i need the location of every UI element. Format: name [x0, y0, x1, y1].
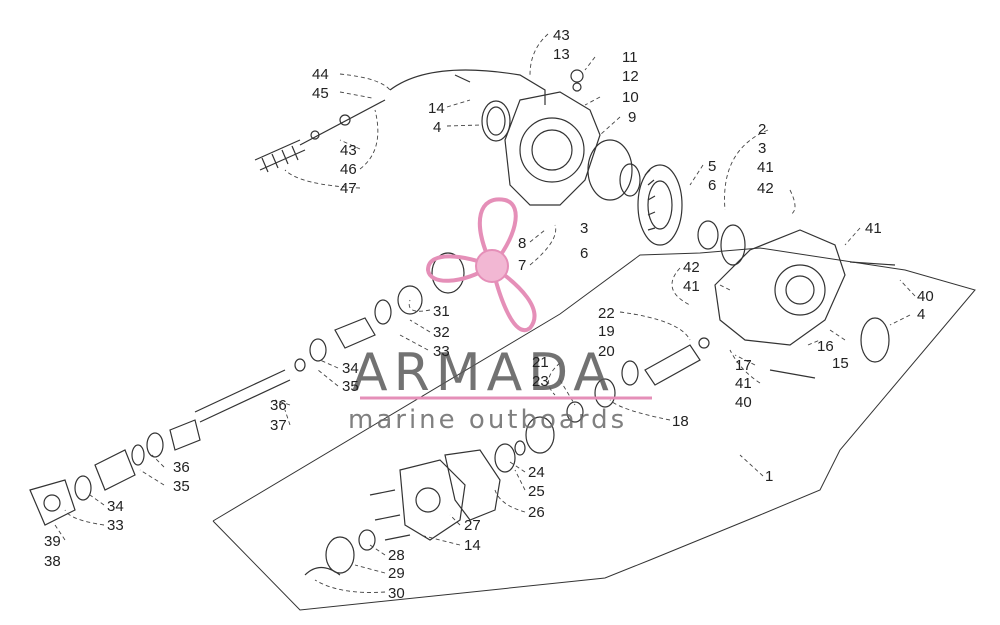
part-label: 43 — [340, 142, 357, 159]
part-label: 24 — [528, 464, 545, 481]
part-label: 30 — [388, 585, 405, 602]
part-label: 41 — [683, 278, 700, 295]
part-label: 11 — [622, 49, 638, 66]
part-label: 36 — [270, 397, 287, 414]
part-label: 13 — [553, 46, 570, 63]
pinion-group — [494, 344, 701, 473]
part-label: 4 — [433, 119, 441, 136]
armada-logo — [425, 197, 537, 333]
part-label: 5 — [708, 158, 716, 175]
part-label: 23 — [532, 373, 549, 390]
part-label: 1 — [765, 468, 773, 485]
part-label: 16 — [817, 338, 834, 355]
part-label: 45 — [312, 85, 329, 102]
ring-gear-housing-group — [637, 164, 896, 379]
part-label: 40 — [735, 394, 752, 411]
part-label: 3 — [580, 220, 588, 237]
cable-boot-group — [254, 99, 386, 173]
part-label: 34 — [342, 360, 359, 377]
part-label: 41 — [865, 220, 882, 237]
part-label: 36 — [173, 459, 190, 476]
assembly-outline — [212, 247, 976, 611]
part-label: 32 — [433, 324, 450, 341]
cover-group — [389, 69, 641, 206]
part-label: 28 — [388, 547, 405, 564]
part-label: 18 — [672, 413, 689, 430]
part-label: 31 — [433, 303, 450, 320]
part-label: 22 — [598, 305, 615, 322]
part-label: 17 — [735, 357, 752, 374]
part-label: 43 — [553, 27, 570, 44]
part-label: 19 — [598, 323, 615, 340]
part-label: 6 — [708, 177, 716, 194]
part-label: 33 — [433, 343, 450, 360]
part-label: 4 — [917, 306, 925, 323]
part-labels: 43 13 11 12 10 9 44 45 14 4 43 46 47 2 3… — [44, 27, 934, 602]
watermark-tagline: marine outboards — [348, 405, 627, 435]
lower-cover-group — [304, 449, 501, 576]
part-label: 44 — [312, 66, 329, 83]
part-label: 25 — [528, 483, 545, 500]
part-label: 12 — [622, 68, 639, 85]
part-label: 14 — [464, 537, 481, 554]
part-label: 38 — [44, 553, 61, 570]
part-label: 9 — [628, 109, 636, 126]
part-label: 37 — [270, 417, 287, 434]
part-label: 10 — [622, 89, 639, 106]
part-label: 41 — [735, 375, 752, 392]
part-label: 14 — [428, 100, 445, 117]
part-label: 2 — [758, 121, 766, 138]
part-label: 35 — [173, 478, 190, 495]
leader-lines — [54, 33, 916, 593]
part-label: 3 — [758, 140, 766, 157]
part-label: 27 — [464, 517, 481, 534]
part-label: 20 — [598, 343, 615, 360]
part-label: 29 — [388, 565, 405, 582]
part-label: 7 — [518, 257, 526, 274]
part-label: 35 — [342, 378, 359, 395]
part-label: 39 — [44, 533, 61, 550]
part-label: 40 — [917, 288, 934, 305]
part-label: 46 — [340, 161, 357, 178]
part-label: 8 — [518, 235, 526, 252]
part-label: 42 — [757, 180, 774, 197]
watermark-brand: ARMADA — [352, 343, 615, 403]
shaft-group — [169, 252, 465, 451]
part-label: 47 — [340, 180, 357, 197]
part-label: 42 — [683, 259, 700, 276]
part-label: 26 — [528, 504, 545, 521]
part-label: 41 — [757, 159, 774, 176]
part-label: 15 — [832, 355, 849, 372]
coupling-group — [29, 432, 164, 526]
part-label: 34 — [107, 498, 124, 515]
part-label: 6 — [580, 245, 588, 262]
part-label: 33 — [107, 517, 124, 534]
part-label: 21 — [532, 354, 549, 371]
